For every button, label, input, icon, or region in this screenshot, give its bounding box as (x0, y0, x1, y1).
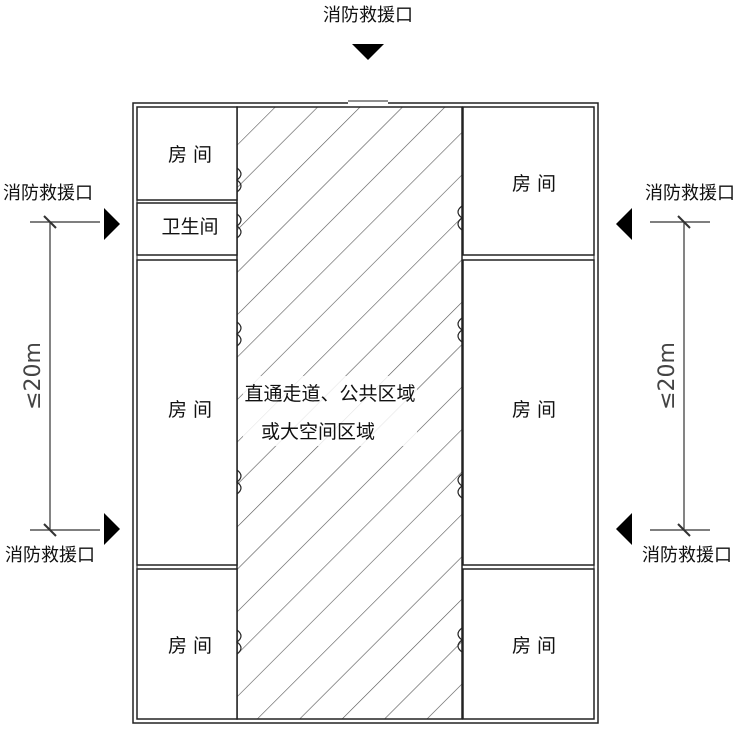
door-icons (236, 167, 463, 655)
rescue-marker-left-top-icon (104, 208, 120, 240)
room-right-1 (462, 106, 595, 256)
rescue-marker-top-icon (352, 44, 384, 60)
room-left-1 (136, 106, 238, 201)
toilet-room (136, 202, 238, 256)
dimension-left-label: ≤20m (21, 342, 46, 410)
corridor-label-line2: 或大空间区域 (261, 421, 375, 443)
toilet-label: 卫生间 (161, 216, 218, 238)
room-right-3-label: 房 间 (512, 635, 556, 657)
rescue-opening-top-label: 消防救援口 (323, 5, 413, 26)
room-right-3 (462, 568, 595, 720)
dimension-left (30, 215, 100, 537)
room-left-1-label: 房 间 (168, 144, 212, 166)
rescue-opening-left-top-label: 消防救援口 (3, 183, 93, 204)
rescue-opening-left-bottom-label: 消防救援口 (5, 545, 95, 566)
room-right-1-label: 房 间 (512, 173, 556, 195)
room-left-2-label: 房 间 (168, 399, 212, 421)
room-left-3 (136, 568, 238, 720)
dimension-right-label: ≤20m (655, 342, 680, 410)
rescue-opening-right-bottom-label: 消防救援口 (642, 545, 732, 566)
corridor-label-line1: 直通走道、公共区域 (244, 383, 415, 405)
room-right-2 (462, 259, 595, 566)
room-right-2-label: 房 间 (512, 399, 556, 421)
room-left-2 (136, 259, 238, 566)
room-left-3-label: 房 间 (168, 635, 212, 657)
rescue-marker-right-top-icon (616, 208, 632, 240)
dimension-right (650, 215, 710, 537)
rescue-marker-left-bottom-icon (104, 513, 120, 545)
rescue-opening-right-top-label: 消防救援口 (645, 183, 735, 204)
rescue-marker-right-bottom-icon (616, 513, 632, 545)
